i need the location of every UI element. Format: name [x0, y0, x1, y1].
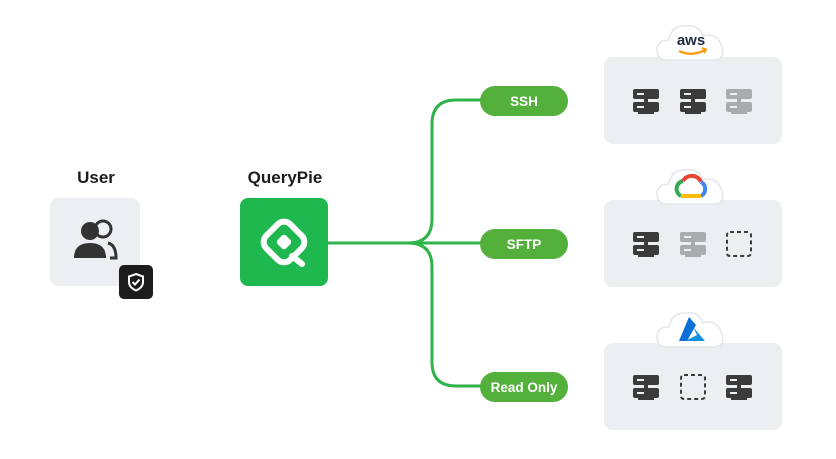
server-icon: [725, 373, 753, 401]
empty-slot-icon: [679, 373, 707, 401]
querypie-node: [240, 198, 328, 286]
users-icon: [74, 219, 118, 260]
aws-smile-icon: [678, 47, 708, 55]
branch-to-ssh-line: [407, 98, 482, 245]
user-label: User: [77, 168, 115, 187]
ssh-pill: SSH: [480, 86, 568, 116]
empty-slot-icon: [725, 230, 753, 258]
shield-check-icon: [119, 265, 153, 299]
branch-to-readonly-line: [407, 241, 482, 388]
server-icon: [632, 87, 660, 115]
aws-logo-text: aws: [676, 32, 706, 49]
read-only-pill: Read Only: [480, 372, 568, 402]
sftp-pill: SFTP: [480, 229, 568, 259]
server-icon: [632, 230, 660, 258]
querypie-logo-icon: [260, 218, 308, 267]
server-inactive-icon: [725, 87, 753, 115]
azure-cloud: [655, 305, 727, 349]
gcp-cloud: [655, 162, 727, 206]
aws-cloud: aws: [655, 18, 727, 62]
azure-logo-icon: [679, 317, 705, 341]
gcp-logo-icon: [674, 173, 708, 198]
server-inactive-icon: [679, 230, 707, 258]
querypie-label: QueryPie: [247, 168, 323, 187]
azure-tray: [604, 343, 782, 430]
server-icon: [632, 373, 660, 401]
server-icon: [679, 87, 707, 115]
